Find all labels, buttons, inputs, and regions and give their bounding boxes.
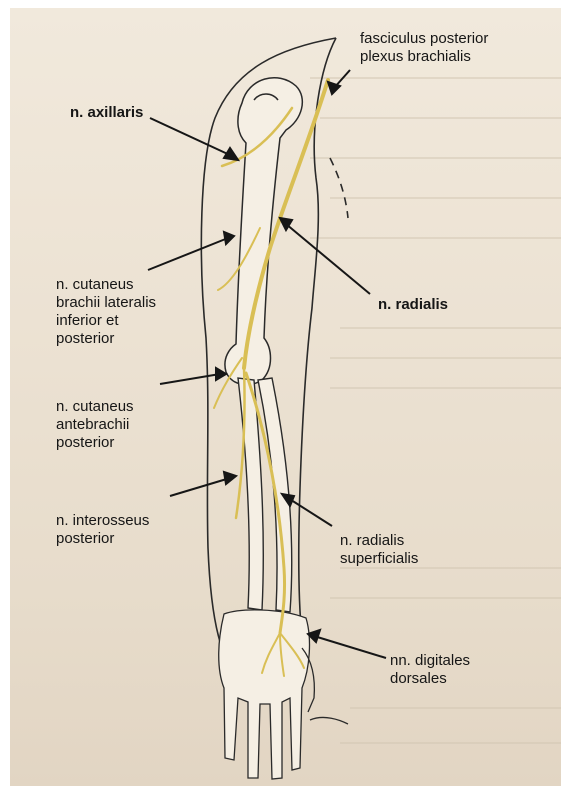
arm-illustration xyxy=(10,8,561,786)
label-nn-digitales: nn. digitales dorsales xyxy=(390,652,470,688)
label-n-cutaneus-brachii: n. cutaneus brachii lateralis inferior e… xyxy=(56,276,156,348)
label-n-radialis-superficialis: n. radialis superficialis xyxy=(340,532,418,568)
background-text-texture xyxy=(310,78,561,743)
humerus xyxy=(225,78,302,385)
label-fasciculus-posterior: fasciculus posterior plexus brachialis xyxy=(360,30,488,66)
label-n-radialis: n. radialis xyxy=(378,296,448,314)
label-n-cutaneus-antebrachii: n. cutaneus antebrachii posterior xyxy=(56,398,134,452)
label-n-interosseus: n. interosseus posterior xyxy=(56,512,149,548)
label-n-axillaris: n. axillaris xyxy=(70,104,143,122)
hand xyxy=(219,610,348,779)
anatomy-photo: fasciculus posterior plexus brachialis n… xyxy=(10,8,561,786)
